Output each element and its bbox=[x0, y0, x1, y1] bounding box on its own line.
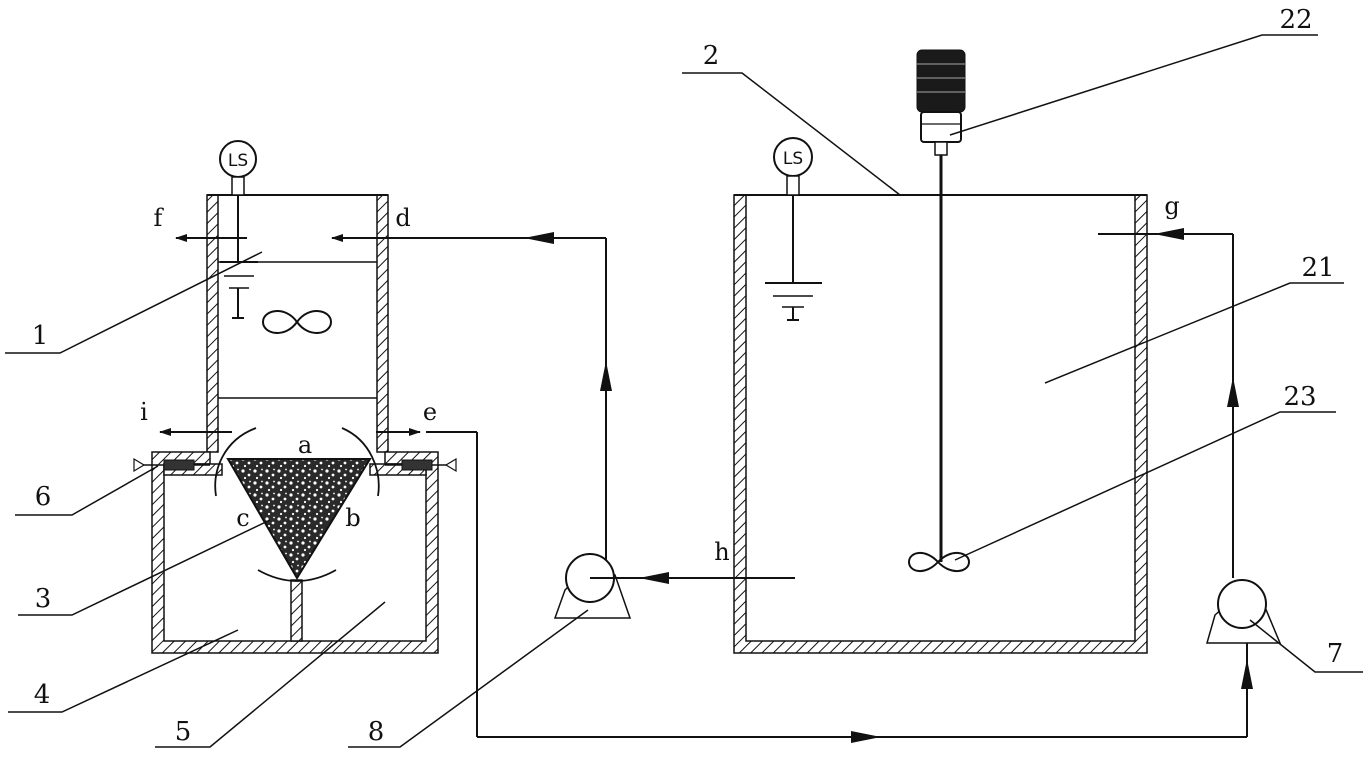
mixer-symbol-left bbox=[261, 310, 333, 334]
callout-8: 8 bbox=[368, 717, 385, 747]
flow-curves bbox=[214, 427, 380, 582]
callout-7: 7 bbox=[1327, 639, 1344, 669]
callout-3: 3 bbox=[35, 584, 52, 614]
port-f: f bbox=[154, 204, 165, 232]
level-switch-left: LS bbox=[219, 140, 258, 319]
callout-21: 21 bbox=[1301, 253, 1334, 283]
level-switch-right-label: LS bbox=[783, 149, 803, 169]
flow-arrows bbox=[331, 228, 1253, 743]
pump-8[interactable] bbox=[553, 553, 632, 619]
port-i: i bbox=[140, 398, 148, 426]
leader-lines bbox=[5, 34, 1363, 748]
pump-7[interactable] bbox=[1206, 579, 1282, 644]
port-g: g bbox=[1164, 192, 1179, 220]
granule-cone bbox=[226, 458, 372, 580]
impeller bbox=[907, 552, 971, 572]
level-switch-left-label: LS bbox=[228, 151, 248, 171]
callout-2: 2 bbox=[703, 41, 720, 71]
callout-5: 5 bbox=[175, 717, 192, 747]
callout-6: 6 bbox=[35, 482, 52, 512]
stirrer-motor bbox=[916, 49, 966, 156]
port-a: a bbox=[298, 431, 312, 459]
port-b: b bbox=[345, 504, 360, 532]
port-h: h bbox=[714, 538, 729, 566]
valve-left[interactable] bbox=[133, 457, 210, 473]
port-labels: a b c d e f g h i bbox=[140, 192, 1180, 566]
callout-4: 4 bbox=[34, 680, 51, 710]
callout-labels: 1 2 22 21 23 6 3 7 4 5 8 bbox=[32, 5, 1344, 747]
callout-23: 23 bbox=[1283, 382, 1316, 412]
port-c: c bbox=[236, 504, 249, 532]
callout-1: 1 bbox=[32, 321, 49, 351]
port-d: d bbox=[395, 204, 410, 232]
level-switch-right: LS bbox=[765, 137, 822, 321]
port-e: e bbox=[423, 398, 437, 426]
valve-right[interactable] bbox=[385, 457, 457, 473]
callout-22: 22 bbox=[1279, 5, 1312, 35]
